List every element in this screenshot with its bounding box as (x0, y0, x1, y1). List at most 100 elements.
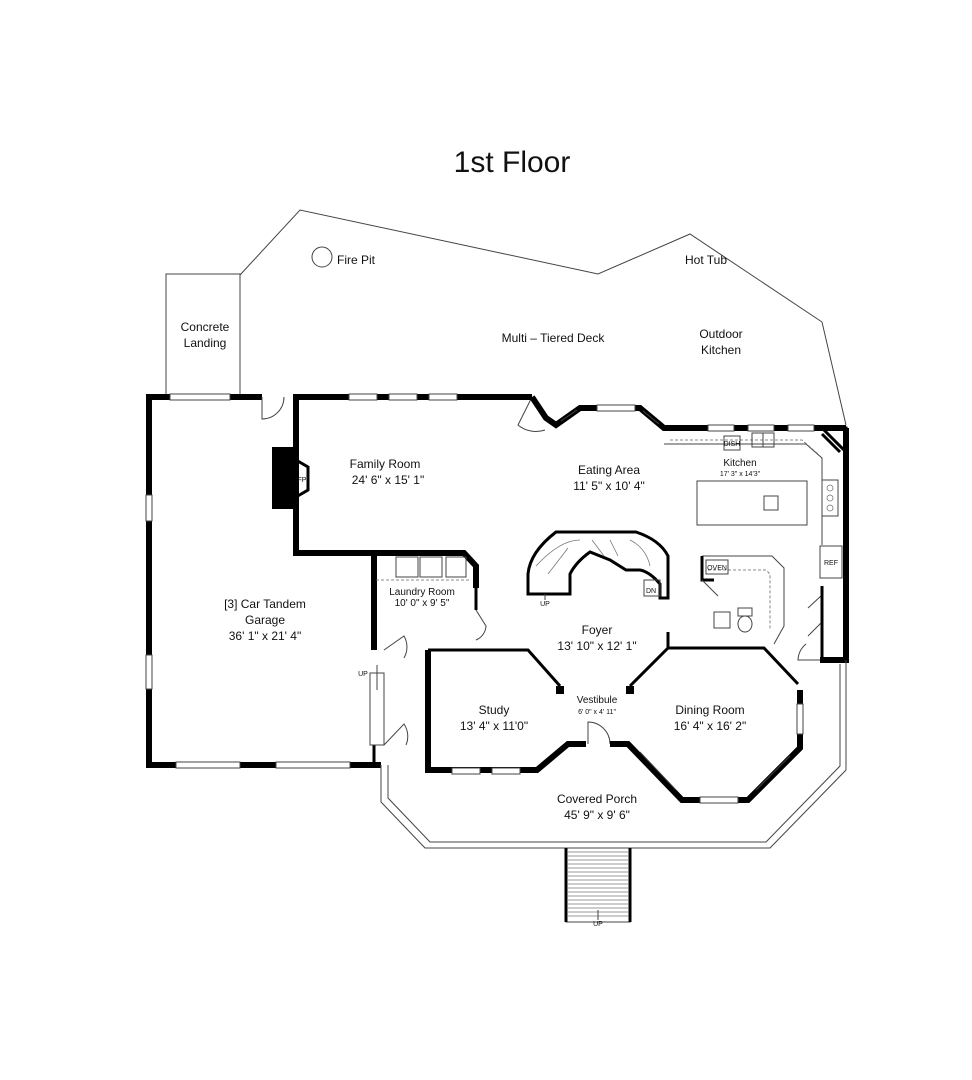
cooktop-burner (826, 484, 834, 492)
garage-name-line2: Garage (245, 613, 285, 627)
cooktop-burner (826, 494, 834, 502)
laundry-door (475, 609, 487, 641)
fireplace (272, 447, 296, 509)
fire-pit-label: Fire Pit (337, 253, 376, 267)
family-room-name: Family Room (350, 457, 421, 471)
oven (705, 559, 729, 575)
garage-window (145, 494, 153, 522)
study-walls (425, 650, 586, 773)
kitchen-size: 17' 3" x 14'3" (720, 471, 761, 478)
kitchen-counter-dash (670, 439, 819, 455)
garage-door-opening (169, 393, 231, 401)
study-size: 13' 4" x 11'0" (460, 719, 528, 733)
deck-outline (239, 209, 847, 426)
eating-bay-window (642, 410, 660, 425)
porch-steps (564, 847, 632, 923)
washer (395, 556, 419, 578)
kitchen-east-wall (820, 428, 849, 663)
laundry-name: Laundry Room (389, 587, 455, 598)
outdoor-kitchen-label-line1: Outdoor (699, 327, 742, 341)
kitchen-name: Kitchen (723, 458, 756, 469)
garage-side-door (261, 396, 285, 420)
garage-window (145, 654, 153, 690)
powder-room-door (701, 579, 719, 597)
pantry-doors (807, 594, 823, 637)
family-room-window (428, 393, 458, 401)
refrigerator (819, 545, 843, 579)
family-room-window (348, 393, 378, 401)
dryer (419, 556, 443, 578)
eating-bay-window (560, 409, 578, 422)
fire-pit-icon (311, 246, 333, 268)
eating-bay-walls (529, 395, 846, 431)
stair-down-label: DN (646, 588, 656, 595)
cooktop-burner (826, 504, 834, 512)
study-north-wall (428, 648, 562, 687)
porch-steps-up-label: UP (593, 921, 603, 928)
garage-door-opening (275, 761, 351, 769)
kitchen-window (747, 424, 775, 432)
eating-area-name: Eating Area (578, 463, 640, 477)
cooktop (821, 479, 839, 517)
kitchen-window (787, 424, 815, 432)
eating-area-size: 11' 5" x 10' 4" (573, 479, 645, 493)
powder-room-sink (713, 611, 731, 629)
dining-north-wall (666, 632, 800, 686)
stair-landing-down (643, 579, 661, 597)
kitchen-side-door (797, 643, 820, 661)
kitchen-corner-cabinet (818, 426, 848, 456)
kitchen-island (696, 480, 808, 526)
vestibule-name: Vestibule (577, 695, 618, 706)
kitchen-peninsula-dash (708, 569, 771, 630)
family-room-size: 24' 6" x 15' 1" (352, 473, 424, 487)
hot-tub-label: Hot Tub (685, 253, 727, 267)
stair-treads (535, 539, 651, 575)
study-window (491, 767, 521, 775)
dining-northwest-wall (628, 646, 670, 688)
laundry-sink (445, 556, 467, 578)
study-name: Study (479, 703, 510, 717)
garage-interior-door (383, 635, 408, 659)
dishwasher-label: DISH (724, 441, 741, 448)
stair-up-label: UP (540, 601, 550, 608)
garage-up-label: UP (358, 671, 368, 678)
laundry-walls (374, 550, 479, 588)
island-sink (763, 495, 779, 511)
dining-window (755, 755, 791, 791)
fireplace-label: FP (298, 477, 307, 484)
dining-window (639, 751, 677, 791)
kitchen-window (707, 424, 735, 432)
garage-porch-door (383, 723, 409, 746)
outdoor-kitchen-label-line2: Kitchen (701, 343, 741, 357)
fireplace-hearth (295, 458, 310, 499)
vestibule-size: 6' 0" x 4' 11" (578, 709, 616, 716)
foyer-name: Foyer (582, 623, 613, 637)
laundry-size: 10' 0" x 9' 5" (395, 598, 450, 609)
floor-title: 1st Floor (454, 146, 571, 179)
dining-room-name: Dining Room (675, 703, 744, 717)
family-room-window (388, 393, 418, 401)
vestibule-column (556, 686, 564, 694)
foyer-size: 13' 10" x 12' 1" (557, 639, 636, 653)
eating-bay-window (596, 404, 636, 412)
concrete-landing (165, 273, 241, 396)
porch-railing (387, 664, 841, 843)
powder-room-toilet (737, 607, 753, 617)
family-room-deck-door (517, 396, 546, 432)
dining-room-size: 16' 4" x 16' 2" (674, 719, 746, 733)
dining-window (796, 703, 804, 735)
deck-label: Multi – Tiered Deck (502, 331, 606, 345)
dining-window (699, 796, 739, 804)
kitchen-corner-cabinet (820, 432, 842, 454)
dishwasher (723, 435, 741, 451)
refrigerator-label: REF (824, 560, 838, 567)
concrete-landing-label-line2: Landing (184, 336, 227, 350)
porch-size: 45' 9" x 9' 6" (564, 808, 630, 822)
garage-name-line1: [3] Car Tandem (224, 597, 306, 611)
concrete-landing-label-line1: Concrete (181, 320, 230, 334)
powder-room-toilet (737, 615, 753, 633)
garage-size: 36' 1" x 21' 4" (229, 629, 301, 643)
front-door (587, 721, 611, 745)
oven-label: OVEN (707, 565, 727, 572)
